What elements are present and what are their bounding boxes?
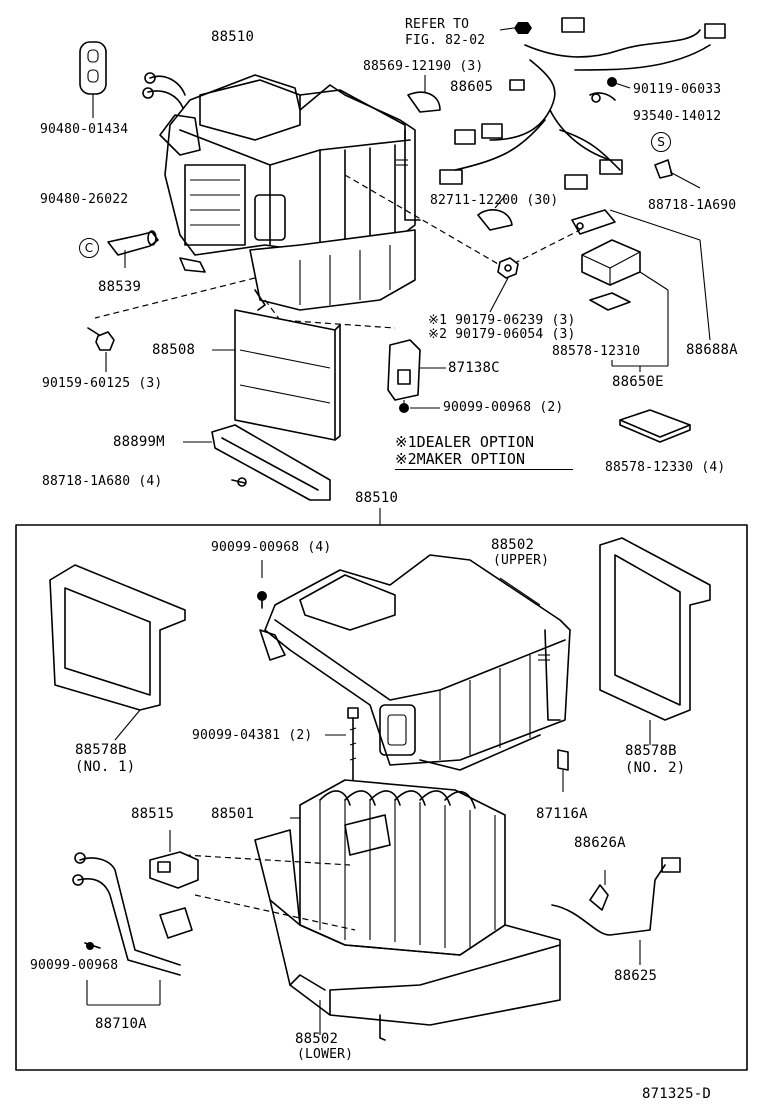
label-88710A: 88710A — [95, 1016, 147, 1032]
detail-box — [15, 524, 748, 1071]
circled-c-icon: C — [79, 238, 99, 258]
label-88510-top: 88510 — [211, 29, 255, 45]
bolt-90099-04381 — [325, 707, 359, 781]
seal-frame-88578B-no2 — [599, 537, 711, 745]
cover-88899M — [183, 424, 331, 501]
label-88578B-no2: 88578B — [625, 743, 677, 759]
leader-dashed-6 — [194, 894, 356, 931]
label-88625: 88625 — [614, 968, 658, 984]
label-90099-00968: 90099-00968 — [30, 958, 119, 973]
lower-case-88502 — [254, 829, 561, 1041]
label-refer-fig: FIG. 82-02 — [405, 33, 486, 48]
label-88650E: 88650E — [612, 374, 664, 390]
label-option-2: ※2 90179-06054 (3) — [428, 327, 576, 342]
band-clamps — [407, 75, 513, 231]
label-87138C: 87138C — [448, 360, 500, 376]
label-88515: 88515 — [131, 806, 175, 822]
label-87116A: 87116A — [536, 806, 588, 822]
expansion-valve-88515 — [149, 830, 199, 889]
cooling-unit-88510-top — [142, 72, 421, 311]
label-88718-1A690: 88718-1A690 — [648, 198, 737, 213]
label-90159: 90159-60125 (3) — [42, 376, 163, 391]
label-90119: 90119-06033 — [633, 82, 722, 97]
label-88578-12330: 88578-12330 (4) — [605, 460, 726, 475]
hose-88539 — [107, 230, 159, 268]
label-93540: 93540-14012 — [633, 109, 722, 124]
label-88688A: 88688A — [686, 342, 738, 358]
clip-87116A — [557, 749, 569, 792]
label-no2: (NO. 2) — [625, 760, 686, 776]
note-dealer-option: ※1DEALER OPTION — [395, 433, 534, 451]
leader-dashed-1 — [344, 174, 506, 269]
label-refer-to: REFER TO — [405, 17, 470, 32]
bolt-90159 — [87, 327, 115, 372]
label-88510-box: 88510 — [355, 490, 399, 506]
label-88569: 88569-12190 (3) — [363, 59, 484, 74]
label-88502-lower: 88502 — [295, 1031, 339, 1047]
label-upper: (UPPER) — [493, 553, 550, 568]
label-no1: (NO. 1) — [75, 759, 136, 775]
label-90480-01434: 90480-01434 — [40, 122, 129, 137]
circled-s-icon: S — [651, 132, 671, 152]
leader-dashed-2 — [504, 229, 581, 269]
evaporator-88501 — [290, 779, 506, 956]
note-maker-option: ※2MAKER OPTION — [395, 450, 525, 468]
clamp-90480-01434 — [79, 41, 107, 118]
label-88718-1A680: 88718-1A680 (4) — [42, 474, 163, 489]
label-88626A: 88626A — [574, 835, 626, 851]
note-underline — [395, 469, 573, 470]
seal-frame-88578B-no1 — [49, 564, 186, 741]
label-90099-00968-4: 90099-00968 (4) — [211, 540, 332, 555]
label-90099-04381: 90099-04381 (2) — [192, 728, 313, 743]
nut-90179 — [489, 257, 519, 313]
label-88539: 88539 — [98, 279, 142, 295]
resistor-87138C — [387, 339, 446, 413]
leader-dashed-5 — [184, 854, 351, 866]
leader-dashed-3 — [94, 277, 256, 319]
wire-harness-88605 — [439, 17, 726, 190]
label-88502-upper: 88502 — [491, 537, 535, 553]
label-option-1: ※1 90179-06239 (3) — [428, 313, 576, 328]
label-88501: 88501 — [211, 806, 255, 822]
filter-88508 — [212, 309, 341, 441]
label-lower: (LOWER) — [297, 1047, 354, 1062]
label-88899M: 88899M — [113, 434, 165, 450]
label-90480-26022: 90480-26022 — [40, 192, 129, 207]
thermistor-88625 — [551, 857, 681, 965]
screw-90099-00968-4 — [257, 560, 267, 609]
upper-case-88502 — [259, 554, 571, 771]
amplifier-88650E — [571, 209, 711, 372]
label-88578B-no1: 88578B — [75, 742, 127, 758]
label-90099-00968-2: 90099-00968 (2) — [443, 400, 564, 415]
label-82711: 82711-12200 (30) — [430, 193, 559, 208]
figure-id: 871325-D — [642, 1086, 712, 1102]
pad-88578-12330 — [619, 409, 691, 443]
tube-88710A — [72, 852, 193, 1006]
label-88605: 88605 — [450, 79, 494, 95]
label-88508: 88508 — [152, 342, 196, 358]
label-88578-12310: 88578-12310 — [552, 344, 641, 359]
